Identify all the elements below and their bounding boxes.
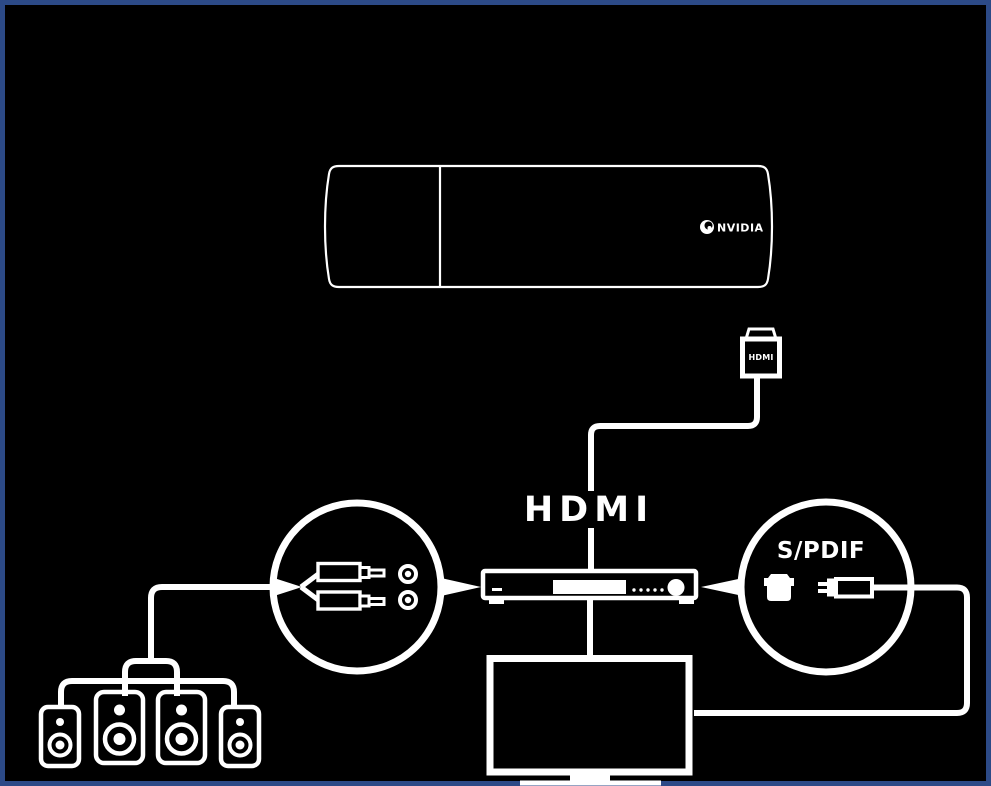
hdmi-plug-body [740,336,782,379]
hdmi-to-receiver-cable [588,376,760,571]
speaker-cable [58,584,278,708]
tv-stand-base [520,780,661,786]
tv-screen [486,655,693,776]
receiver-foot-left [489,598,504,604]
receiver-power-dash [492,588,502,591]
rca-plug-icon-bottom [316,590,386,611]
rca-jack-icon-bottom [398,590,418,610]
speaker-icon-mid-right [155,689,208,766]
nvidia-eye-icon [700,220,714,234]
speaker-icon-mid-left [93,689,146,766]
analog-callout-tail-left [274,578,302,596]
analog-callout-tail-right [441,578,481,596]
device-outline [323,164,774,289]
speaker-cable-outer-bridge [58,678,237,708]
analog-audio-callout [269,499,481,675]
shield-device: NVIDIA [323,164,774,289]
speaker-icon-small-right [218,704,262,769]
av-receiver-icon [480,568,699,604]
speaker-cable-inner-bridge [122,658,180,696]
receiver-foot-right [679,598,694,604]
nvidia-brand-text: NVIDIA [717,222,764,235]
spdif-callout-tail [701,578,743,596]
rca-jack-icon-top [398,564,418,584]
toslink-optical-icon [764,574,794,601]
receiver-display [553,580,626,594]
tv-stand-stem [570,775,610,782]
speaker-icon-small-left [38,704,82,769]
coax-plug-icon [818,577,874,599]
hdmi-plug-icon: HDMI [740,327,782,379]
nvidia-logo: NVIDIA [700,220,764,235]
receiver-indicator-dots [632,588,664,592]
spdif-label: S/PDIF [777,538,865,564]
tv-icon [486,655,693,786]
rca-plug-icon-top [316,561,386,583]
receiver-volume-knob [667,579,685,596]
hdmi-plug-label: HDMI [748,353,773,362]
speaker-cable-main [148,584,278,661]
speakers [38,689,262,769]
hdmi-wordmark: HDMI [524,490,654,530]
spdif-to-tv-cable [694,584,970,716]
cable-upper-segment [588,376,760,491]
